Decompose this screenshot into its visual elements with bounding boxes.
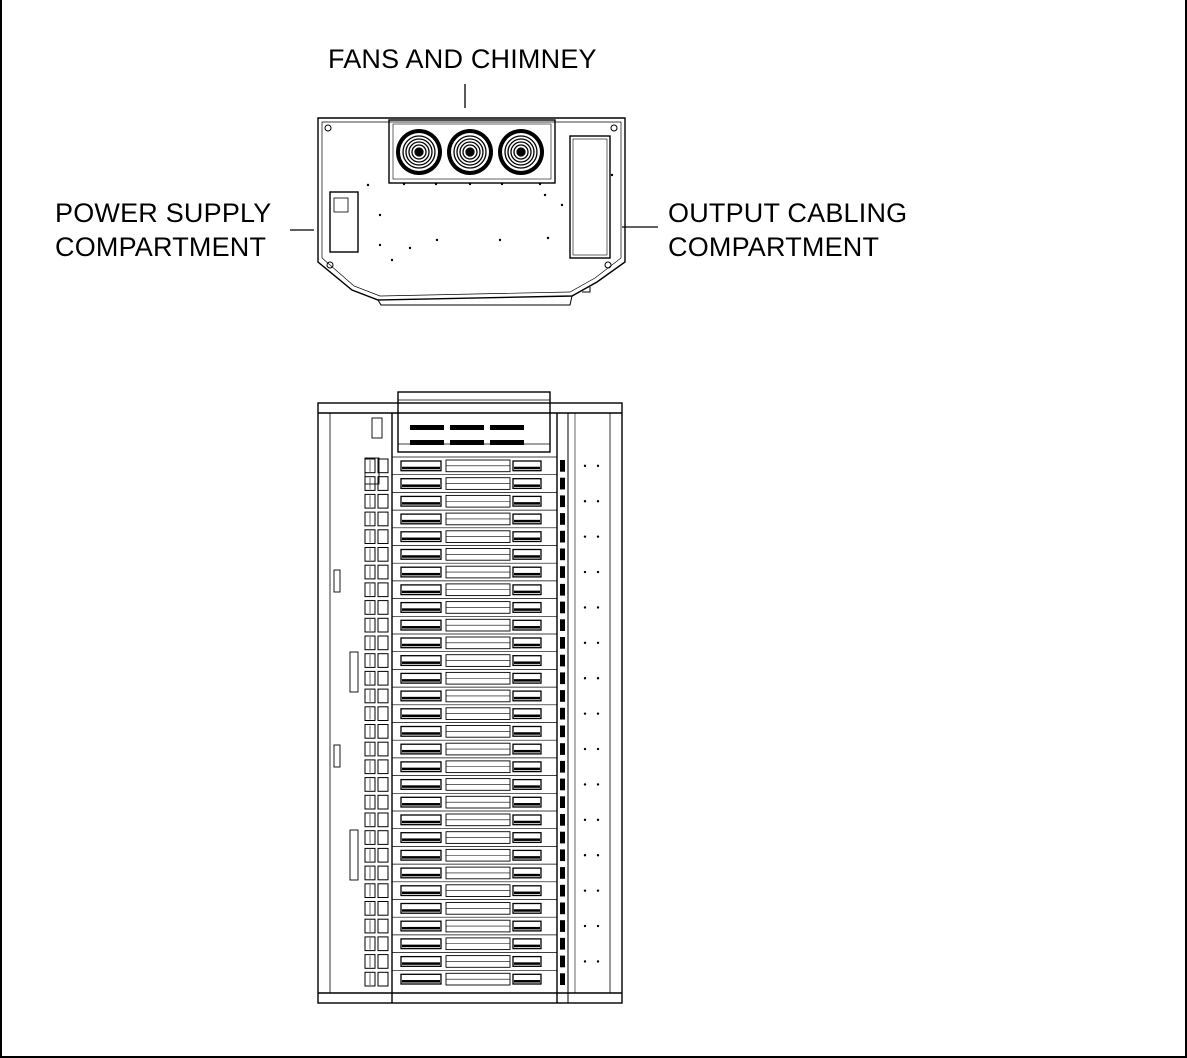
- fastener-dot: [543, 193, 547, 197]
- module-row: [364, 456, 600, 474]
- label-output-cabling-line2: COMPARTMENT: [668, 232, 880, 262]
- module-row: [364, 792, 565, 810]
- fastener-dot: [378, 243, 382, 247]
- fastener-dot: [610, 173, 614, 177]
- mounting-hole: [324, 124, 332, 132]
- module-row: [364, 474, 565, 491]
- header-connector: [410, 440, 444, 445]
- fastener-dot: [468, 182, 472, 186]
- fastener-dot: [498, 238, 502, 242]
- fastener-dot: [366, 183, 370, 187]
- mounting-hole: [610, 124, 618, 132]
- mounting-hole: [326, 261, 334, 269]
- module-row: [364, 580, 565, 598]
- module-row: [364, 633, 600, 651]
- fastener-dot: [546, 236, 550, 240]
- module-row: [364, 562, 600, 580]
- output-cabling-opening: [569, 135, 611, 259]
- fastener-dot: [378, 213, 382, 217]
- fastener-dot: [402, 182, 406, 186]
- module-row: [364, 704, 600, 721]
- label-power-supply-line2: COMPARTMENT: [55, 232, 267, 262]
- module-row: [364, 846, 600, 863]
- front-view-outline: [317, 402, 623, 1004]
- module-row: [364, 952, 600, 969]
- fastener-dot: [500, 182, 504, 186]
- fan-chimney-box: [388, 119, 556, 184]
- module-row: [364, 757, 565, 775]
- header-connector: [450, 425, 484, 430]
- fan-icon: [447, 129, 493, 175]
- module-row: [364, 916, 600, 934]
- module-row: [364, 527, 600, 544]
- header-connector: [490, 440, 524, 445]
- header-connector: [410, 425, 444, 430]
- fastener-dot: [408, 246, 412, 250]
- leader-lines: [290, 84, 658, 231]
- module-row: [364, 509, 565, 527]
- label-fans-and-chimney: FANS AND CHIMNEY: [328, 44, 597, 74]
- module-row: [364, 863, 565, 881]
- module-row: [364, 722, 565, 739]
- module-row: [364, 615, 565, 633]
- mounting-hole: [604, 261, 612, 269]
- fastener-dot: [435, 238, 439, 242]
- header-connector: [490, 425, 524, 430]
- module-row: [364, 598, 600, 615]
- module-row: [364, 545, 565, 562]
- cabinet-front-view: [317, 391, 623, 1004]
- module-row: [364, 775, 600, 792]
- module-row: [364, 934, 565, 952]
- label-power-supply-line1: POWER SUPPLY: [55, 198, 272, 228]
- fastener-dot: [560, 203, 564, 207]
- module-row: [364, 739, 600, 757]
- label-output-cabling-line1: OUTPUT CABLING: [668, 198, 908, 228]
- module-row: [364, 651, 565, 668]
- module-row: [364, 899, 565, 916]
- cabinet-top-view: [317, 117, 626, 306]
- front-header-panel: [397, 391, 551, 453]
- label-output-cabling-compartment: OUTPUT CABLING COMPARTMENT: [668, 196, 907, 264]
- label-power-supply-compartment: POWER SUPPLY COMPARTMENT: [55, 196, 271, 264]
- module-row: [364, 881, 600, 898]
- module-row: [364, 669, 600, 686]
- module-row: [364, 492, 600, 509]
- fastener-dot: [390, 258, 394, 262]
- power-supply-opening: [329, 191, 359, 253]
- fan-icon: [396, 129, 442, 175]
- fastener-dot: [538, 182, 542, 186]
- header-connector: [450, 440, 484, 445]
- module-row: [364, 828, 565, 845]
- module-row: [364, 810, 600, 828]
- module-row: [364, 969, 565, 987]
- module-row: [364, 686, 565, 704]
- fan-icon: [498, 129, 544, 175]
- fastener-dot: [434, 182, 438, 186]
